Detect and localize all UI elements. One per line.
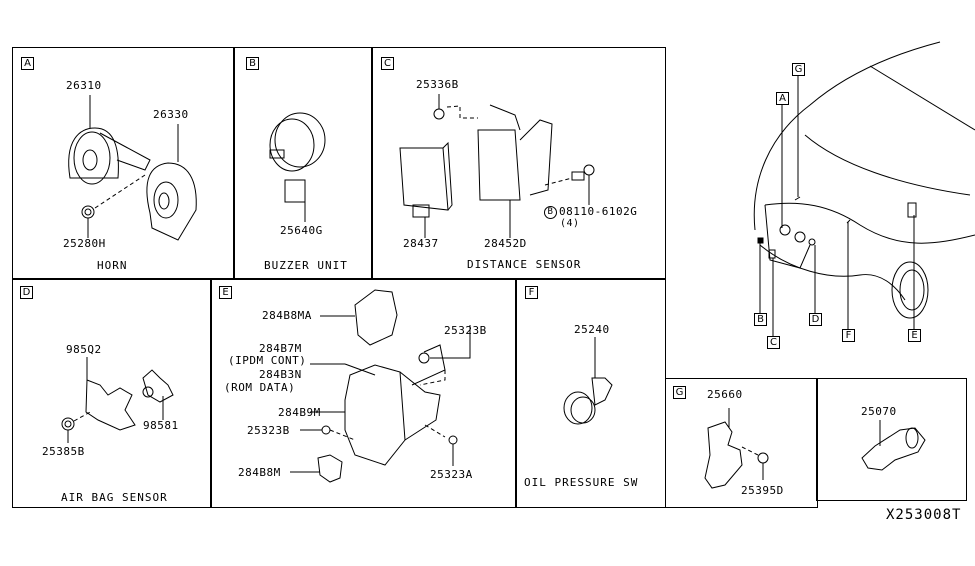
part-number-26330: 26330	[153, 108, 189, 121]
bolt-symbol-b: B	[544, 206, 557, 219]
part-number-25640g: 25640G	[280, 224, 323, 237]
bolt-quantity: (4)	[560, 218, 580, 229]
part-number-25336b: 25336B	[416, 78, 459, 91]
panel-d-airbag-sensor	[12, 278, 212, 508]
section-title-horn: HORN	[97, 259, 128, 272]
vehicle-callout-a[interactable]: A	[776, 92, 789, 105]
panel-b-buzzer	[233, 47, 373, 280]
part-note-ipdm-cont: (IPDM CONT)	[228, 354, 307, 367]
section-tag-b: B	[246, 57, 259, 70]
section-tag-a: A	[21, 57, 34, 70]
vehicle-front-drawing	[753, 41, 975, 336]
part-number-284b8ma: 284B8MA	[262, 309, 312, 322]
section-tag-f: F	[525, 286, 538, 299]
part-number-284b8m: 284B8M	[238, 466, 281, 479]
vehicle-callout-d[interactable]: D	[809, 313, 822, 326]
part-number-284b7m: 284B7M	[259, 342, 302, 355]
part-number-284b3n: 284B3N	[259, 368, 302, 381]
part-number-25070: 25070	[861, 405, 897, 418]
part-number-26310: 26310	[66, 79, 102, 92]
oil-pressure-switch-drawing	[563, 337, 613, 425]
ipdm-drawing	[290, 289, 471, 483]
part-number-28437: 28437	[403, 237, 439, 250]
panel-g	[665, 378, 818, 508]
panel-c-distance-sensor	[371, 47, 666, 280]
horn-26310-drawing	[68, 95, 151, 185]
section-title-buzzer-unit: BUZZER UNIT	[264, 259, 348, 272]
part-note-rom-data: (ROM DATA)	[224, 381, 296, 394]
nut-25280h-drawing	[81, 174, 146, 238]
part-number-985q2: 985Q2	[66, 343, 102, 356]
part-number-25385b: 25385B	[42, 445, 85, 458]
part-number-25395d: 25395D	[741, 484, 784, 497]
part-number-28452d: 28452D	[484, 237, 527, 250]
part-number-98581: 98581	[143, 419, 179, 432]
section-title-air-bag-sensor: AIR BAG SENSOR	[61, 491, 168, 504]
panel-h	[816, 378, 967, 501]
section-tag-d: D	[20, 286, 33, 299]
sensor-25660-drawing	[704, 408, 769, 489]
panel-e-ipdm	[210, 278, 517, 508]
section-title-oil-pressure-sw: OIL PRESSURE SW	[524, 476, 639, 489]
panel-a-horn	[12, 47, 235, 280]
diagram-code: X253008T	[886, 507, 962, 523]
horn-26330-drawing	[146, 124, 197, 241]
section-title-distance-sensor: DISTANCE SENSOR	[467, 258, 582, 271]
part-number-08110-6102g: 08110-6102G	[559, 205, 638, 218]
part-number-25660: 25660	[707, 388, 743, 401]
airbag-sensor-drawing	[61, 357, 174, 443]
part-number-25240: 25240	[574, 323, 610, 336]
vehicle-callout-e[interactable]: E	[908, 329, 921, 342]
part-number-284b9m: 284B9M	[278, 406, 321, 419]
part-number-25323b-left: 25323B	[247, 424, 290, 437]
part-number-25323a: 25323A	[430, 468, 473, 481]
vehicle-callout-f[interactable]: F	[842, 329, 855, 342]
distance-sensor-drawing	[399, 94, 595, 238]
part-number-25323b-right: 25323B	[444, 324, 487, 337]
vehicle-callout-c[interactable]: C	[767, 336, 780, 349]
buzzer-drawing	[269, 112, 326, 222]
vehicle-callout-b[interactable]: B	[754, 313, 767, 326]
part-number-25280h: 25280H	[63, 237, 106, 250]
section-tag-e: E	[219, 286, 232, 299]
section-tag-c: C	[381, 57, 394, 70]
vehicle-callout-g[interactable]: G	[792, 63, 805, 76]
sensor-25070-drawing	[861, 420, 926, 471]
section-tag-g: G	[673, 386, 686, 399]
